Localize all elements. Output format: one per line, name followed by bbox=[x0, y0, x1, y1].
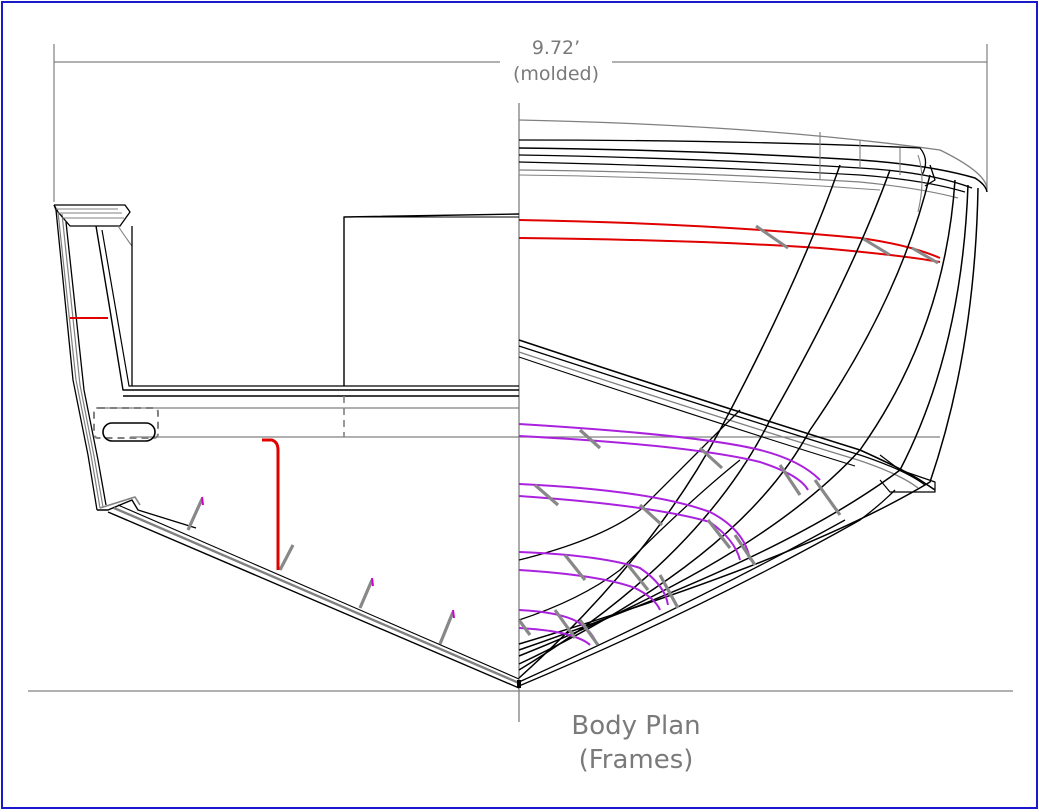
gunwale-curve bbox=[117, 225, 133, 247]
sheer-frames bbox=[755, 224, 939, 265]
chine-fwd-3 bbox=[518, 351, 919, 489]
frame-member bbox=[813, 479, 842, 516]
frame-member bbox=[517, 619, 532, 636]
aft-half-body bbox=[53, 204, 520, 689]
deck-edge-3 bbox=[518, 161, 966, 193]
stringer bbox=[518, 435, 809, 491]
frame-member bbox=[578, 428, 602, 450]
frame-cap bbox=[452, 609, 455, 619]
gunwale-cap-inner bbox=[56, 208, 124, 219]
bottom-line bbox=[518, 489, 896, 687]
transom-knee bbox=[262, 438, 280, 570]
bottom-lines-fwd bbox=[518, 409, 896, 687]
station-curve bbox=[518, 174, 931, 665]
frame-member bbox=[911, 246, 939, 265]
frame-cap bbox=[371, 577, 374, 587]
chine-fwd-1 bbox=[518, 339, 936, 491]
chine-box bbox=[879, 454, 936, 493]
deck-edge-4 bbox=[518, 169, 959, 199]
side-liner bbox=[65, 221, 107, 506]
stringer bbox=[518, 483, 751, 561]
frame-member bbox=[658, 574, 680, 609]
bottom-line bbox=[518, 519, 846, 683]
frame-members-fwd bbox=[517, 428, 842, 646]
sheer-top bbox=[518, 139, 927, 176]
station-curves bbox=[518, 164, 979, 679]
frame-member bbox=[578, 619, 600, 646]
stringer bbox=[518, 569, 661, 611]
side-shell-outer bbox=[53, 204, 98, 511]
station-curve bbox=[518, 169, 891, 671]
bottom-line bbox=[518, 459, 741, 621]
view-title: Body Plan bbox=[571, 711, 700, 741]
frame-member bbox=[778, 464, 802, 496]
chine-fwd-4 bbox=[518, 356, 856, 467]
frame-member bbox=[278, 544, 295, 571]
cockpit-inner-wall-2 bbox=[101, 229, 519, 387]
overall-dimension bbox=[53, 44, 988, 202]
frame-member bbox=[755, 224, 789, 250]
scupper-opening bbox=[102, 422, 156, 442]
bottom-shell-aft-2 bbox=[113, 506, 520, 685]
station-curve bbox=[518, 179, 956, 657]
frame-member bbox=[533, 483, 560, 507]
side-shell-inner bbox=[61, 213, 104, 508]
station-curve bbox=[518, 184, 969, 651]
bow-verticals bbox=[819, 132, 923, 213]
frame-member bbox=[358, 579, 374, 609]
view-subtitle: (Frames) bbox=[579, 745, 694, 775]
frame-member bbox=[706, 519, 732, 549]
forward-half-body bbox=[517, 119, 988, 688]
sheer-line-upper bbox=[518, 219, 941, 259]
side-shell-mid bbox=[57, 211, 101, 509]
console-box bbox=[343, 213, 520, 386]
dimension-value: 9.72’ bbox=[532, 37, 580, 59]
frame-member bbox=[698, 446, 724, 470]
chine-aft bbox=[97, 499, 197, 529]
stringer bbox=[518, 551, 669, 606]
frame-member bbox=[626, 564, 650, 591]
bottom-shell-aft-3 bbox=[117, 504, 520, 680]
frame-member bbox=[733, 534, 757, 566]
frame-member bbox=[438, 611, 455, 645]
bottom-shell-aft bbox=[107, 511, 520, 689]
frame-caps-aft bbox=[201, 496, 455, 619]
frame-member bbox=[563, 554, 587, 581]
bottom-frames-aft bbox=[186, 498, 455, 645]
deck-edge-2 bbox=[518, 154, 973, 189]
frame-member bbox=[861, 236, 891, 257]
frame-member bbox=[638, 503, 664, 527]
gunwale-cap bbox=[53, 204, 131, 227]
bottom-line bbox=[518, 409, 741, 561]
scupper-hidden bbox=[93, 407, 159, 439]
station-curve bbox=[518, 187, 979, 645]
stringer-lines bbox=[518, 423, 821, 646]
chine-fwd-2 bbox=[518, 345, 926, 486]
dimension-qualifier: (molded) bbox=[513, 63, 599, 85]
stringer bbox=[518, 423, 821, 481]
reference-lines bbox=[28, 103, 1013, 722]
cockpit-inner-wall bbox=[95, 225, 519, 391]
chine-aft-2 bbox=[99, 496, 141, 509]
frame-member bbox=[553, 609, 577, 639]
deck-grey-sheer bbox=[518, 174, 881, 191]
sheer-outer bbox=[518, 119, 988, 189]
frame-cap bbox=[201, 496, 204, 506]
frame-member bbox=[186, 498, 204, 531]
stringer bbox=[518, 495, 741, 561]
